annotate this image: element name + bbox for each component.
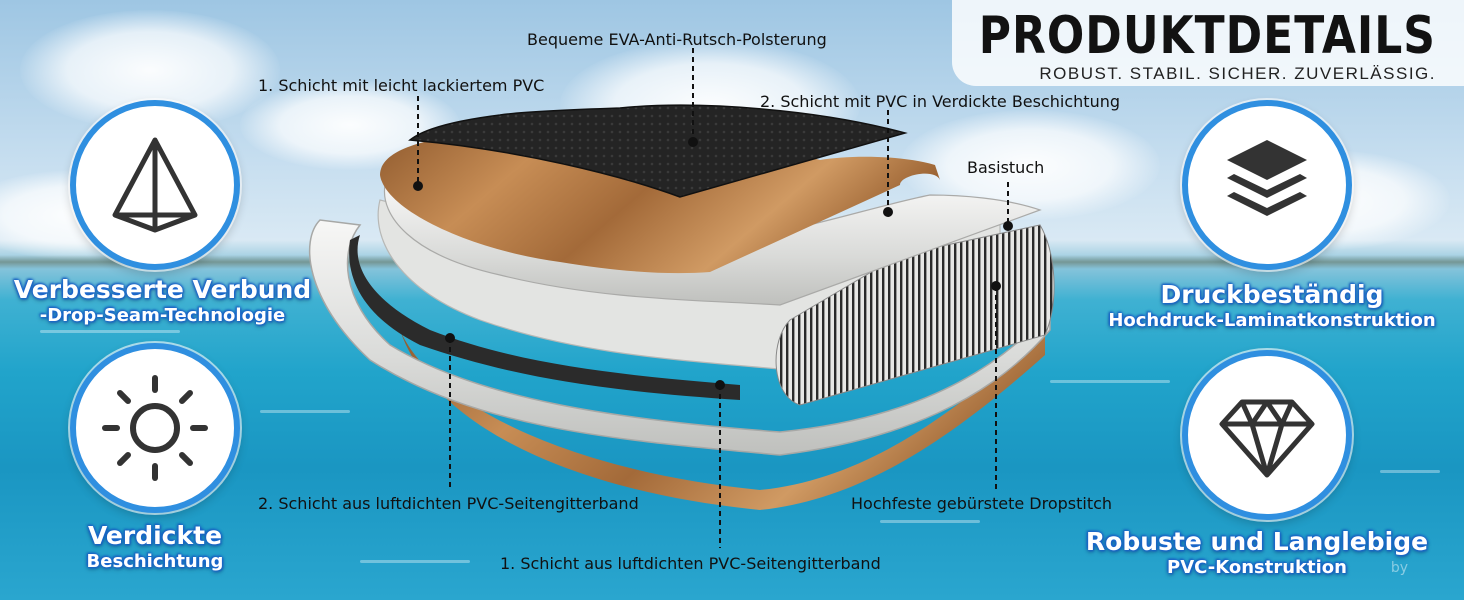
sun-badge: [70, 343, 240, 513]
layer2-side-band-marker: [445, 333, 455, 343]
callout-dropstitch: Hochfeste gebürstete Dropstitch: [851, 494, 1113, 513]
sun-icon: [102, 375, 208, 481]
header-panel: [952, 0, 1464, 86]
feature-pressure: Druckbeständig Hochdruck-Laminatkonstruk…: [1082, 280, 1462, 332]
feature-drop-seam-subtitle: -Drop-Seam-Technologie: [39, 305, 286, 326]
feature-drop-seam-title: Verbesserte Verbund: [13, 275, 312, 304]
callout-eva-pad: Bequeme EVA-Anti-Rutsch-Polsterung: [527, 30, 827, 49]
feature-pressure-title: Druckbeständig: [1160, 280, 1384, 309]
feature-coating: Verdickte Beschichtung: [55, 521, 255, 573]
layer2-thickened-marker: [883, 207, 893, 217]
feature-coating-subtitle: Beschichtung: [86, 551, 224, 572]
page-title: PRODUKTDETAILS: [978, 6, 1436, 67]
base-fabric-marker: [1003, 221, 1013, 231]
layer1-lacquered-marker: [413, 181, 423, 191]
callout-base-fabric: Basistuch: [967, 158, 1045, 177]
eva-pad: [408, 104, 908, 198]
layers-icon: [1227, 140, 1307, 216]
feature-durable: Robuste und Langlebige PVC-Konstruktion: [1072, 527, 1442, 579]
page-subtitle: ROBUST. STABIL. SICHER. ZUVERLÄSSIG.: [1039, 64, 1436, 83]
black-side-band: [349, 235, 740, 400]
dropstitch-block: [775, 224, 1055, 406]
layer1-side-band-marker: [715, 380, 725, 390]
dropstitch-marker: [991, 281, 1001, 291]
feature-drop-seam: Verbesserte Verbund -Drop-Seam-Technolog…: [0, 275, 325, 327]
layers-badge: [1182, 100, 1352, 270]
pyramid-badge: [70, 100, 240, 270]
eva-pad-marker: [688, 137, 698, 147]
feature-coating-title: Verdickte: [87, 521, 223, 550]
callout-layer2-side-band: 2. Schicht aus luftdichten PVC-Seitengit…: [258, 494, 639, 513]
pyramid-icon: [112, 137, 198, 233]
callout-layer1-side-band: 1. Schicht aus luftdichten PVC-Seitengit…: [500, 554, 881, 573]
watermark-text: by: [1390, 560, 1408, 576]
bottom-wood-layer: [400, 330, 1045, 510]
feature-durable-subtitle: PVC-Konstruktion: [1167, 557, 1347, 578]
diamond-badge: [1182, 350, 1352, 520]
top-wood-layer: [380, 129, 940, 274]
feature-durable-title: Robuste und Langlebige: [1085, 527, 1429, 556]
feature-pressure-subtitle: Hochdruck-Laminatkonstruktion: [1108, 310, 1436, 331]
callout-layer2-thickened: 2. Schicht mit PVC in Verdickte Beschich…: [760, 92, 1120, 111]
diamond-icon: [1219, 399, 1315, 478]
callout-layer1-lacquered: 1. Schicht mit leicht lackiertem PVC: [258, 76, 545, 95]
